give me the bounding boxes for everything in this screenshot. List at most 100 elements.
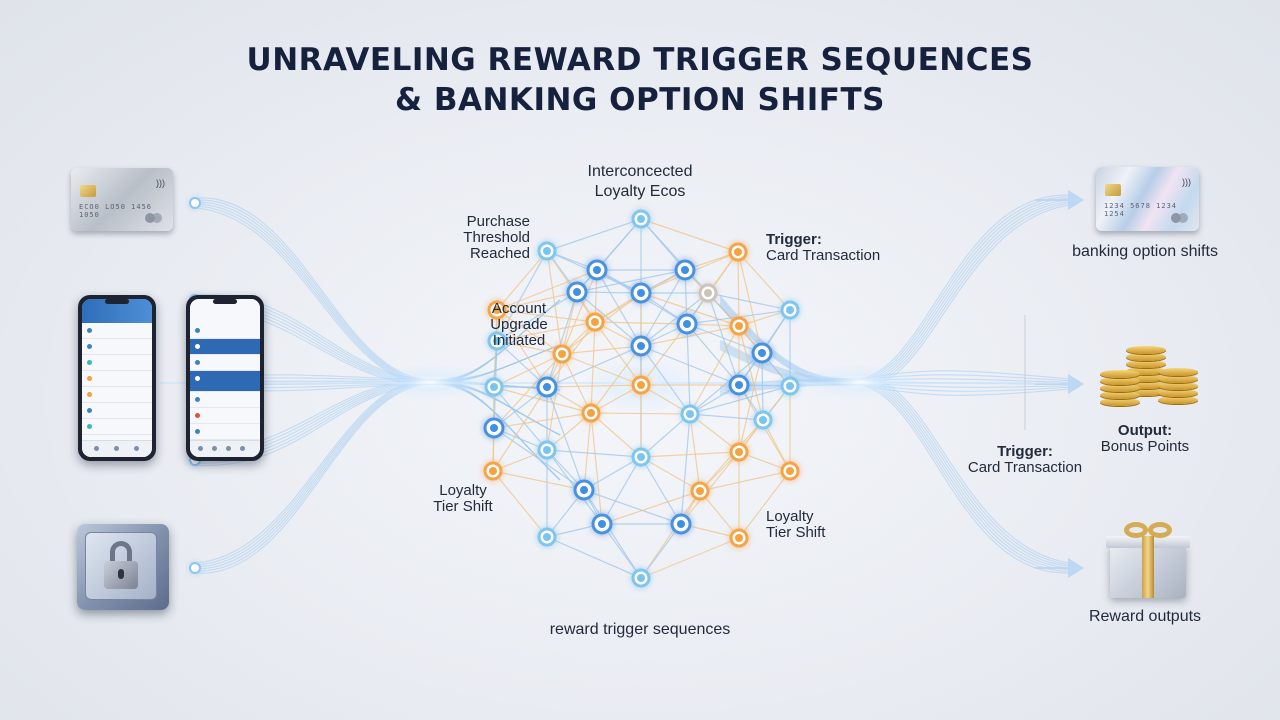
network-node	[674, 259, 696, 281]
network-edge	[492, 386, 548, 472]
network-node	[780, 461, 800, 481]
mobile-banking-app-icon-2	[186, 295, 264, 461]
coin	[1100, 370, 1140, 378]
network-edge	[546, 291, 578, 388]
title-line-2: & BANKING OPTION SHIFTS	[395, 82, 885, 118]
network-edge	[680, 451, 740, 525]
network-edge	[496, 309, 548, 388]
network-edge	[640, 218, 709, 294]
network-edge	[496, 291, 578, 311]
network-edge	[640, 413, 691, 458]
network-node	[630, 282, 652, 304]
coin	[1126, 381, 1166, 389]
label-reward-trigger-sequences: reward trigger sequences	[549, 621, 731, 638]
title-line-1: UNRAVELING REWARD TRIGGER SEQUENCES	[246, 42, 1034, 78]
label-loyalty-tier-shift-left: Loyalty Tier Shift	[433, 482, 493, 515]
network-edge	[561, 353, 642, 386]
gold-coin-stack-icon	[1096, 336, 1206, 416]
coin	[1100, 391, 1140, 399]
network-edge	[686, 323, 740, 386]
network-node	[552, 344, 572, 364]
network-edge	[689, 413, 764, 421]
network-edge	[496, 250, 548, 342]
label-trigger-card-transaction-top: Trigger: Card Transaction	[766, 231, 881, 264]
network-node	[680, 404, 700, 424]
network-edge	[762, 419, 791, 472]
network-edge	[640, 490, 701, 579]
network-edge	[583, 412, 592, 491]
network-edge	[640, 456, 701, 492]
network-edge	[640, 345, 740, 386]
network-node	[631, 375, 651, 395]
coin	[1126, 388, 1166, 396]
network-edge	[546, 449, 642, 458]
network-edge	[590, 345, 642, 414]
network-node	[698, 283, 718, 303]
network-edge	[601, 456, 642, 525]
network-node	[573, 479, 595, 501]
network-node	[586, 259, 608, 281]
label-loyalty-tier-shift-right: Loyalty Tier Shift	[766, 508, 826, 541]
network-edge	[689, 385, 791, 415]
coin	[1126, 346, 1166, 354]
network-edge	[583, 456, 642, 491]
network-edge	[707, 292, 791, 311]
network-edge	[493, 386, 592, 414]
source-node	[189, 562, 201, 574]
network-edge	[561, 269, 598, 355]
network-node	[729, 528, 749, 548]
network-edge	[493, 353, 563, 388]
network-node	[780, 300, 800, 320]
network-edge	[601, 490, 701, 525]
network-edge	[640, 523, 682, 579]
network-node	[585, 312, 605, 332]
network-edge	[689, 413, 740, 453]
coin	[1158, 368, 1198, 376]
network-edge	[640, 456, 682, 525]
network-edge	[686, 323, 691, 415]
network-edge	[546, 353, 563, 451]
network-node	[483, 417, 505, 439]
network-node	[631, 568, 651, 588]
coin	[1100, 384, 1140, 392]
network-edge	[737, 251, 791, 311]
coin	[1158, 375, 1198, 383]
network-edge	[680, 413, 691, 525]
network-edge	[496, 309, 563, 355]
network-node	[483, 461, 503, 481]
network-edge	[738, 470, 791, 539]
coin	[1158, 396, 1198, 404]
network-edge	[640, 218, 739, 253]
network-node	[728, 374, 750, 396]
network-edge	[689, 352, 763, 415]
network-edge	[546, 218, 642, 252]
network-edge	[546, 536, 642, 579]
network-edge	[590, 412, 642, 458]
label-interconnected-loyalty-ecos: Interconcected Loyalty Ecos	[587, 163, 693, 200]
network-edge	[583, 489, 682, 525]
network-edge	[601, 523, 642, 579]
network-node	[487, 331, 507, 351]
holographic-credit-card-icon: ))) 1234 5678 1234 1254	[1096, 167, 1199, 231]
network-edge	[640, 537, 740, 579]
network-node	[670, 513, 692, 535]
network-edge	[493, 386, 548, 429]
network-edge	[546, 386, 585, 491]
network-edge	[496, 309, 596, 323]
coin	[1126, 367, 1166, 375]
network-edge	[493, 353, 563, 429]
network-edge	[492, 470, 548, 538]
network-node	[728, 242, 748, 262]
network-edge	[590, 412, 603, 525]
network-node	[631, 447, 651, 467]
network-edge	[640, 292, 709, 347]
label-trigger-card-transaction-bottom: Trigger: Card Transaction	[967, 443, 1083, 476]
source-node	[189, 197, 201, 209]
gift-box-icon	[1104, 522, 1192, 600]
network-edge	[699, 470, 791, 492]
network-node	[751, 342, 773, 364]
label-output-bonus-points: Output: Bonus Points	[1100, 422, 1190, 455]
network-edges	[492, 218, 791, 579]
network-node	[631, 209, 651, 229]
